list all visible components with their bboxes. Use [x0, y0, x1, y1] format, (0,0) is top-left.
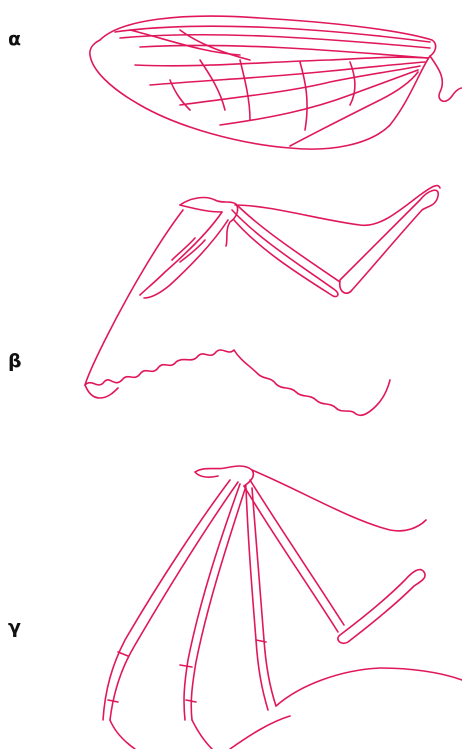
bat-membrane-edge [276, 668, 462, 706]
bat-digit [110, 482, 238, 720]
bat-membrane-edge [110, 720, 135, 749]
bat-wrist [195, 466, 253, 486]
bat-digit [252, 488, 276, 706]
bat-membrane-edge [192, 720, 212, 749]
bat-membrane-edge [252, 470, 426, 531]
bat-forearm [250, 480, 344, 625]
bat-thumb [195, 472, 218, 477]
bat-upper-arm [338, 570, 425, 644]
bat-membrane-edge [230, 716, 290, 749]
bat-wing [103, 466, 462, 749]
bat-digit [246, 488, 268, 710]
